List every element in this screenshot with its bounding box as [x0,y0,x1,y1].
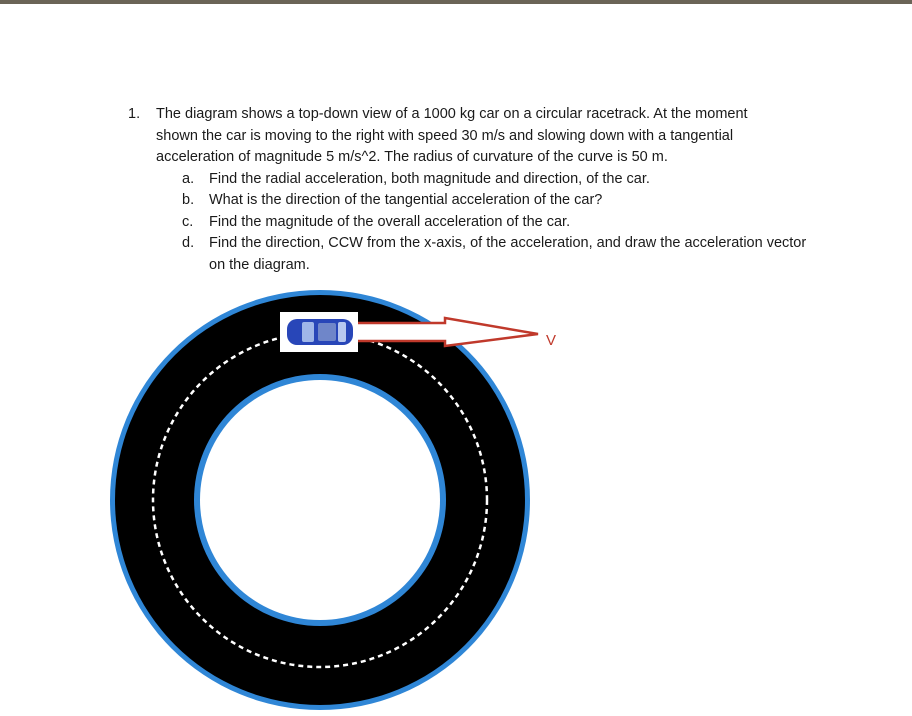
car-rear-window [302,322,314,342]
problem-text: 1. The diagram shows a top-down view of … [128,104,808,276]
sub-question-text: Find the direction, CCW from the x-axis,… [209,235,807,273]
top-border [0,0,912,4]
sub-question-a: a. Find the radial acceleration, both ma… [182,169,808,191]
sub-questions: a. Find the radial acceleration, both ma… [182,169,808,277]
car-windshield [338,322,346,342]
question-statement: The diagram shows a top-down view of a 1… [156,104,808,169]
velocity-label: V [546,332,556,349]
sub-question-b: b. What is the direction of the tangenti… [182,190,808,212]
question-1: 1. The diagram shows a top-down view of … [128,104,808,169]
velocity-arrow [350,316,539,348]
statement-line: The diagram shows a top-down view of a 1… [156,106,748,122]
track-infield [200,380,440,620]
sub-question-letter: a. [182,170,195,187]
sub-question-d: d. Find the direction, CCW from the x-ax… [182,233,808,276]
question-number: 1. [128,106,141,122]
car-roof [318,323,336,341]
sub-question-text: Find the magnitude of the overall accele… [209,213,571,230]
statement-line: acceleration of magnitude 5 m/s^2. The r… [156,149,668,165]
sub-question-c: c. Find the magnitude of the overall acc… [182,212,808,234]
sub-question-text: Find the radial acceleration, both magni… [209,170,650,187]
statement-line: shown the car is moving to the right wit… [156,127,734,144]
sub-question-letter: c. [182,213,194,230]
car-top-view-icon [280,312,358,352]
sub-question-letter: b. [182,192,195,208]
sub-question-letter: d. [182,235,195,251]
sub-question-text: What is the direction of the tangential … [209,192,603,208]
